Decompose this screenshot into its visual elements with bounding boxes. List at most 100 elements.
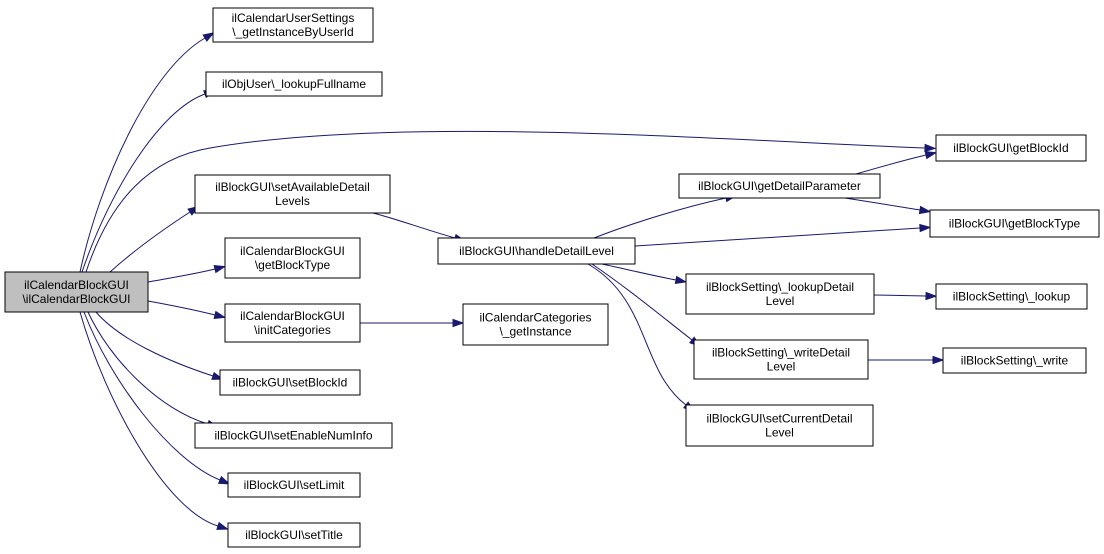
node-box [685, 404, 874, 447]
node-ilblockgui-handledetaillevel[interactable]: ilBlockGUI\handleDetailLevel [437, 237, 636, 265]
node-label-line: Level [767, 360, 796, 374]
edge-root-to-n4 [147, 265, 227, 283]
node-label-line: \_getInstance [499, 325, 571, 339]
arrowhead [932, 355, 945, 365]
edge-n12-to-n16 [855, 151, 938, 175]
arrowhead [674, 275, 688, 285]
node-label-line: Levels [275, 194, 310, 208]
node-label-line: ilBlockGUI\getBlockType [949, 217, 1081, 231]
node-label-line: ilBlockGUI\setCurrentDetail [706, 412, 852, 426]
node-box [224, 303, 361, 343]
node-box [693, 339, 869, 380]
node-box [224, 237, 361, 279]
node-box [678, 173, 881, 199]
arrowhead [202, 32, 215, 42]
edge-root-to-n3 [109, 205, 200, 273]
node-label-line: ilBlockSetting\_write [961, 354, 1069, 368]
node-ilcalendarblockgui-ilcalendarblockgui: ilCalendarBlockGUI\ilCalendarBlockGUI [4, 271, 149, 313]
node-ilobjuser-lookupfullname[interactable]: ilObjUser\_lookupFullname [205, 71, 383, 97]
node-ilblockgui-getblockid[interactable]: ilBlockGUI\getBlockId [935, 134, 1087, 162]
edge-root-to-n7 [87, 311, 220, 428]
node-ilblocksetting-lookup[interactable]: ilBlockSetting\_lookup [935, 283, 1088, 310]
edge-root-to-n8 [83, 311, 231, 485]
arrowhead [919, 223, 932, 233]
node-label-line: Level [766, 294, 795, 308]
arrowhead [213, 310, 227, 319]
arrowhead [925, 291, 938, 301]
node-ilcalendarblockgui-initcategories[interactable]: ilCalendarBlockGUI\initCategories [224, 303, 361, 343]
node-box [685, 273, 875, 315]
node-label-line: ilBlockGUI\setEnableNumInfo [214, 429, 372, 443]
arrowhead [924, 151, 938, 160]
node-label-line: ilBlockGUI\setLimit [244, 478, 345, 492]
node-label-line: ilCalendarBlockGUI [24, 278, 129, 292]
edge-n10-to-n13 [601, 263, 688, 285]
edge-root-to-n9 [79, 311, 229, 530]
node-ilblockgui-setenablenuminfo[interactable]: ilBlockGUI\setEnableNumInfo [194, 422, 393, 449]
node-ilblockgui-setlimit[interactable]: ilBlockGUI\setLimit [227, 472, 361, 498]
function-nodes: ilCalendarBlockGUI\ilCalendarBlockGUIilC… [4, 7, 1100, 548]
node-ilblockgui-setblockid[interactable]: ilBlockGUI\setBlockId [219, 369, 361, 396]
node-box [227, 472, 361, 498]
node-ilblockgui-getblocktype[interactable]: ilBlockGUI\getBlockType [929, 209, 1100, 238]
node-ilcalendarcategories-getinstance[interactable]: ilCalendarCategories\_getInstance [462, 303, 609, 346]
edge-n3-to-n10 [372, 212, 467, 242]
edge-root-to-n5 [147, 300, 227, 319]
node-box [462, 303, 609, 346]
node-label-line: ilCalendarBlockGUI [240, 309, 345, 323]
node-box [205, 71, 383, 97]
node-label-line: ilBlockGUI\getBlockId [953, 141, 1068, 155]
node-label-line: \getBlockType [255, 258, 331, 272]
node-ilblockgui-settitle[interactable]: ilBlockGUI\setTitle [227, 522, 361, 548]
node-ilcalendarusersettings-getinstancebyuserid[interactable]: ilCalendarUserSettings\_getInstanceByUse… [212, 7, 374, 43]
edge-root-to-n1 [79, 32, 215, 273]
node-box [212, 7, 374, 43]
node-label-line: ilBlockSetting\_lookup [953, 290, 1071, 304]
node-box [219, 369, 361, 396]
node-label-line: Level [765, 426, 794, 440]
node-box [935, 134, 1087, 162]
node-label-line: \initCategories [254, 323, 331, 337]
edge-n13-to-n18 [873, 291, 938, 301]
node-label-line: ilCalendarBlockGUI [240, 244, 345, 258]
arrowhead [213, 265, 227, 274]
node-box [942, 347, 1087, 374]
node-label-line: \_getInstanceByUserId [232, 25, 353, 39]
node-label-line: ilBlockGUI\handleDetailLevel [459, 244, 614, 258]
node-label-line: ilBlockGUI\getDetailParameter [698, 179, 861, 193]
node-label-line: ilObjUser\_lookupFullname [222, 77, 366, 91]
node-label-line: ilBlockGUI\setAvailableDetail [215, 180, 370, 194]
node-box [194, 422, 393, 449]
edge-n12-to-n17 [844, 197, 932, 215]
arrowhead [918, 205, 932, 215]
arrowhead [216, 521, 229, 530]
node-label-line: ilCalendarCategories [479, 311, 591, 325]
node-label-line: ilBlockGUI\setBlockId [233, 376, 348, 390]
node-box [4, 271, 149, 313]
node-ilblocksetting-write[interactable]: ilBlockSetting\_write [942, 347, 1087, 374]
node-label-line: ilBlockGUI\setTitle [245, 528, 343, 542]
arrowhead [217, 475, 231, 485]
node-box [194, 174, 391, 214]
edge-n10-to-n12 [593, 193, 738, 239]
edge-n10-to-n17 [634, 223, 932, 247]
node-box [227, 522, 361, 548]
edge-root-to-n16 [85, 130, 937, 273]
node-label-line: ilCalendarUserSettings [232, 11, 355, 25]
node-ilblockgui-getdetailparameter[interactable]: ilBlockGUI\getDetailParameter [678, 173, 881, 199]
node-ilcalendarblockgui-getblocktype[interactable]: ilCalendarBlockGUI\getBlockType [224, 237, 361, 279]
arrowhead [452, 318, 465, 328]
node-label-line: ilBlockSetting\_writeDetail [712, 346, 850, 360]
node-box [929, 209, 1100, 238]
node-box [935, 283, 1088, 310]
arrowhead [924, 143, 937, 153]
node-label-line: \ilCalendarBlockGUI [22, 292, 130, 306]
node-label-line: ilBlockSetting\_lookupDetail [706, 280, 854, 294]
edge-n5-to-n11 [360, 318, 465, 328]
edge-n14-to-n19 [868, 355, 945, 365]
